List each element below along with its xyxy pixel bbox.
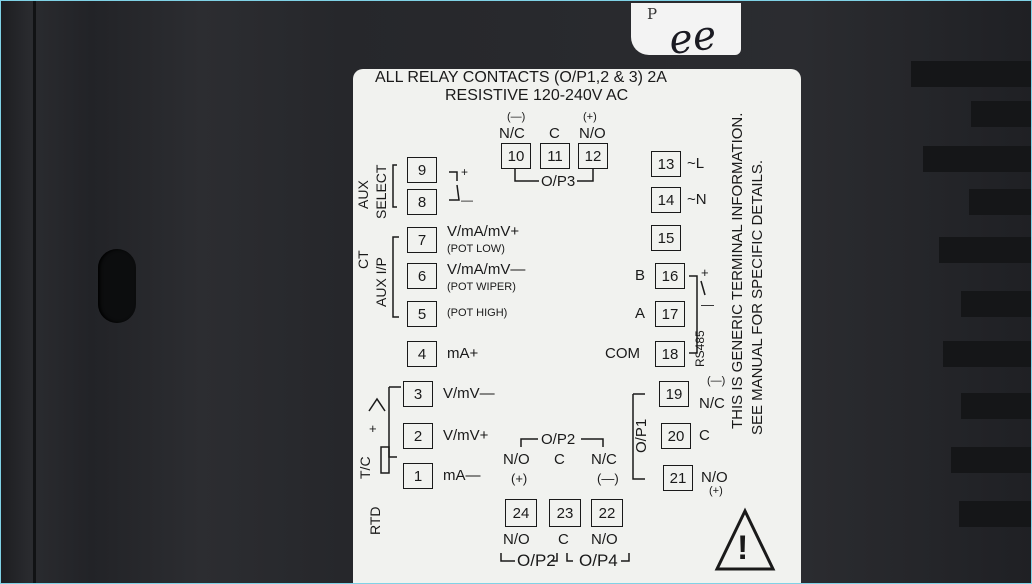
terminal-21: 21 (663, 465, 693, 491)
terminal-13-label: ~L (687, 155, 705, 172)
cooling-fin (971, 101, 1031, 127)
header-line-2: RESISTIVE 120-240V AC (445, 87, 629, 104)
op2-top-label: O/P2 (539, 431, 578, 448)
terminal-17: 17 (655, 301, 685, 327)
side-text-1: THIS IS GENERIC TERMINAL INFORMATION. (729, 112, 746, 429)
terminal-18: 18 (655, 341, 685, 367)
terminal-3: 3 (403, 381, 433, 407)
terminal-21-polarity: (+) (709, 485, 723, 497)
header-line-1: ALL RELAY CONTACTS (O/P1,2 & 3) 2A (375, 69, 667, 86)
terminal-7: 7 (407, 227, 437, 253)
cooling-fin (951, 447, 1031, 473)
terminal-1: 1 (403, 463, 433, 489)
bottom-c2-label: C (558, 531, 569, 548)
side-text-2: SEE MANUAL FOR SPECIFIC DETAILS. (749, 159, 766, 435)
bottom-no2-label: N/O (503, 531, 530, 548)
cooling-fin (923, 146, 1031, 172)
rs485-minus: — (701, 297, 714, 312)
terminal-14: 14 (651, 187, 681, 213)
terminal-9: 9 (407, 157, 437, 183)
bottom-c-label: C (554, 451, 565, 468)
terminal-7-label: V/mA/mV+ (447, 223, 520, 240)
cooling-fin (939, 237, 1031, 263)
cooling-fin (959, 501, 1031, 527)
terminal-4: 4 (407, 341, 437, 367)
op1-label: O/P1 (633, 418, 650, 453)
terminal-3-label: V/mV— (443, 385, 495, 402)
op3-nc-label: N/C (499, 125, 525, 142)
terminal-13: 13 (651, 151, 681, 177)
rs485-label: RS485 (693, 330, 707, 367)
terminal-20-label: C (699, 427, 710, 444)
terminal-2-label: V/mV+ (443, 427, 489, 444)
bottom-no4-label: N/O (591, 531, 618, 548)
terminal-8: 8 (407, 189, 437, 215)
op3-nc-polarity: (—) (507, 111, 526, 123)
terminal-21-label: N/O (701, 469, 728, 486)
cooling-fin (961, 393, 1031, 419)
terminal-6-label: V/mA/mV— (447, 261, 526, 278)
terminal-15: 15 (651, 225, 681, 251)
terminal-16-label: B (635, 267, 646, 284)
terminal-19: 19 (659, 381, 689, 407)
rs485-plus: + (701, 265, 709, 280)
cooling-fin (961, 291, 1031, 317)
op3-c-label: C (549, 125, 560, 142)
aux-select-label-2: SELECT (373, 164, 389, 219)
tc-label: T/C (357, 456, 373, 479)
terminal-12: 12 (578, 143, 608, 169)
terminal-17-label: A (635, 305, 646, 322)
terminal-1-label: mA— (443, 467, 481, 484)
op3-group-label: O/P3 (539, 173, 578, 190)
bottom-no-polarity: (+) (511, 471, 528, 486)
aux-select-plus: + (461, 165, 469, 179)
terminal-4-label: mA+ (447, 345, 479, 362)
handwritten-mark: ee (666, 11, 720, 65)
ct-label: CT (355, 250, 371, 269)
op3-no-label: N/O (579, 125, 606, 142)
enclosure-seam (33, 1, 36, 583)
terminal-14-label: ~N (687, 191, 707, 208)
bottom-nc-label: N/C (591, 451, 617, 468)
cooling-fin (969, 189, 1031, 215)
aux-select-minus: — (461, 193, 473, 207)
op3-no-polarity: (+) (583, 111, 597, 123)
terminal-5-sub: (POT HIGH) (447, 307, 508, 319)
terminal-11: 11 (540, 143, 570, 169)
terminal-16: 16 (655, 263, 685, 289)
warning-icon: ! (737, 529, 749, 567)
cooling-fin (911, 61, 1031, 87)
tc-plus: + (369, 421, 377, 436)
cooling-fin (943, 341, 1031, 367)
part-sticker-text: P (647, 5, 658, 23)
terminal-2: 2 (403, 423, 433, 449)
terminal-18-label: COM (605, 345, 640, 362)
terminal-19-label: N/C (699, 395, 725, 412)
aux-ip-label: AUX I/P (373, 257, 389, 307)
terminal-7-sub: (POT LOW) (447, 243, 505, 255)
terminal-6: 6 (407, 263, 437, 289)
terminal-10: 10 (501, 143, 531, 169)
aux-select-label-1: AUX (355, 180, 371, 209)
terminal-label: ALL RELAY CONTACTS (O/P1,2 & 3) 2A RESIS… (353, 69, 801, 583)
bottom-nc-polarity: (—) (597, 471, 619, 486)
terminal-20: 20 (661, 423, 691, 449)
part-sticker (631, 3, 741, 55)
bottom-op4-label: O/P4 (579, 551, 618, 570)
terminal-19-polarity: (—) (707, 375, 726, 387)
bottom-no-label: N/O (503, 451, 530, 468)
terminal-5: 5 (407, 301, 437, 327)
rtd-label: RTD (367, 506, 383, 535)
terminal-22: 22 (591, 499, 623, 527)
mounting-slot (98, 249, 136, 323)
bottom-op2-label: O/P2 (517, 551, 556, 570)
terminal-24: 24 (505, 499, 537, 527)
terminal-6-sub: (POT WIPER) (447, 281, 516, 293)
wiring-lines (368, 164, 776, 571)
terminal-23: 23 (549, 499, 581, 527)
